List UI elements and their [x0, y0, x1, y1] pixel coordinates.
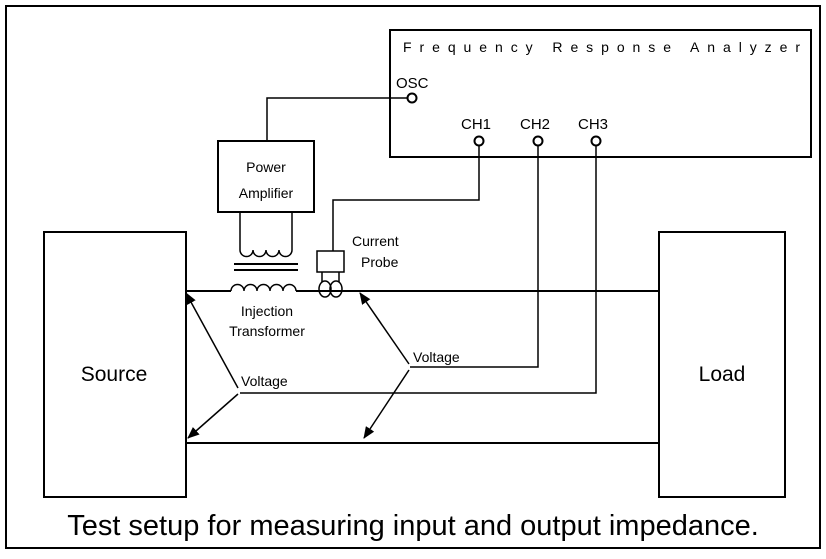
ch3-terminal[interactable]	[590, 135, 602, 147]
current-probe-box	[316, 250, 345, 273]
analyzer-title: Frequency Response Analyzer	[403, 39, 800, 55]
amplifier-line1: Power	[246, 159, 286, 175]
probe-line1: Current	[352, 233, 399, 249]
ch1-label: CH1	[461, 116, 491, 133]
ch2-wire	[410, 146, 539, 368]
outer-frame	[5, 5, 821, 549]
ch2-label: CH2	[520, 116, 550, 133]
analyzer-box	[389, 29, 812, 158]
ch3-label: CH3	[578, 116, 608, 133]
source-label: Source	[81, 363, 148, 386]
transformer-line2: Transformer	[229, 323, 305, 339]
power-amplifier-box	[217, 140, 315, 213]
transformer-secondary-coil	[230, 283, 297, 292]
transformer-line1: Injection	[241, 303, 293, 319]
ch2-terminal[interactable]	[532, 135, 544, 147]
osc-terminal[interactable]	[406, 92, 418, 104]
ch1-terminal[interactable]	[473, 135, 485, 147]
voltage-arrow-right-up	[359, 292, 410, 365]
transformer-primary-coil	[239, 249, 293, 258]
current-probe-jaw-left	[318, 280, 332, 298]
ch3-wire	[240, 146, 597, 394]
voltage-arrow-left-up	[185, 292, 239, 389]
load-box	[658, 231, 786, 498]
ch1-wire	[332, 146, 480, 251]
osc-wire	[266, 97, 408, 141]
voltage-label-right: Voltage	[413, 349, 460, 365]
figure-caption: Test setup for measuring input and outpu…	[67, 510, 759, 542]
voltage-arrow-left-down	[187, 393, 239, 439]
voltage-label-left: Voltage	[241, 373, 288, 389]
source-box	[43, 231, 187, 498]
current-probe-jaw-right	[329, 280, 343, 298]
amplifier-line2: Amplifier	[239, 185, 294, 201]
osc-label: OSC	[396, 75, 429, 92]
load-label: Load	[699, 363, 746, 386]
probe-line2: Probe	[361, 254, 399, 270]
voltage-arrow-right-down	[363, 369, 410, 439]
